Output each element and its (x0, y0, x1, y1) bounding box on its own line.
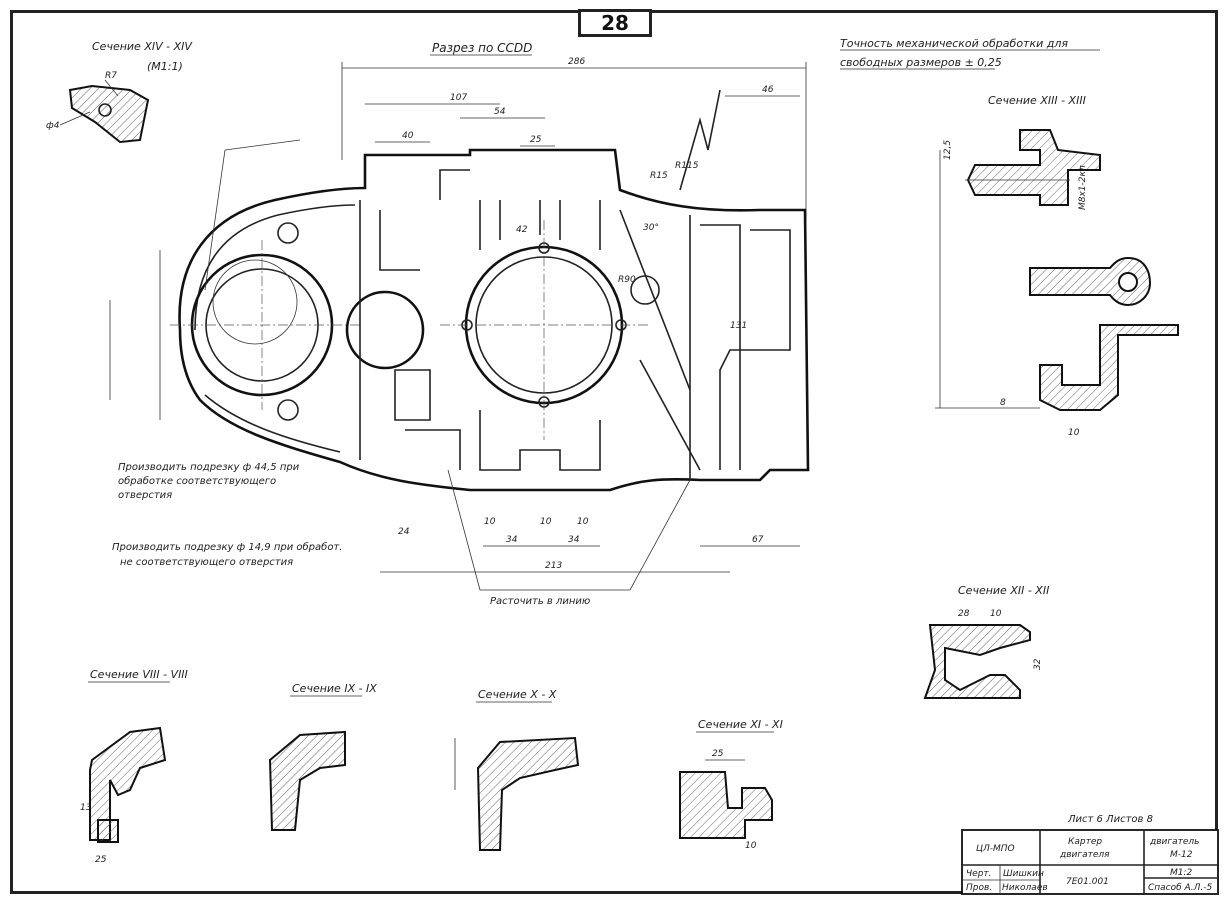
tb-role2: Пров. (966, 883, 992, 893)
accuracy-note-line2: свободных размеров ± 0,25 (840, 56, 1002, 69)
dim-40: 40 (402, 131, 414, 141)
dim-25: 25 (530, 135, 542, 145)
dim-10c: 10 (577, 517, 589, 527)
dim-25c: 25 (95, 855, 107, 865)
dim-10d: 10 (990, 609, 1002, 619)
tb-drawing-number: 7Е01.001 (1066, 877, 1109, 887)
section-x-label: Сечение X - X (478, 688, 557, 701)
sheet-info: Лист 6 Листов 8 (1067, 814, 1153, 825)
dim-10b: 10 (540, 517, 552, 527)
dim-28: 28 (958, 609, 970, 619)
page-number: 28 (578, 9, 652, 37)
dim-m81: М8х1-2кл (1078, 165, 1088, 210)
dim-286: 286 (568, 57, 585, 67)
dim-25b: 25 (712, 749, 724, 759)
dim-10a: 10 (484, 517, 496, 527)
tb-role1: Черт. (966, 869, 992, 879)
tb-sign1: Шишкин (1003, 869, 1044, 879)
dim-131: 131 (730, 321, 747, 331)
section-xi-label: Сечение XI - XI (698, 718, 783, 731)
tb-sign2: Николаев (1002, 883, 1048, 893)
dim-13: 13 (80, 803, 92, 813)
dim-46: 46 (762, 85, 774, 95)
dim-r7: R7 (105, 71, 117, 81)
section-ix-drawing: Сечение IX - IX (268, 682, 377, 831)
dim-34b: 34 (568, 535, 580, 545)
section-xiii-drawing: Сечение XIII - XIII М8х1-2кл 12,5 10 8 (935, 94, 1179, 438)
section-xii-drawing: Сечение XII - XII 28 10 32 (923, 584, 1049, 699)
section-viii-drawing: Сечение VIII - VIII 13 25 (80, 668, 188, 865)
leader-note: Расточить в линию (490, 596, 590, 607)
section-ix-label: Сечение IX - IX (292, 682, 377, 695)
section-xiv-label: Сечение XIV - XIV (92, 40, 193, 53)
section-x-drawing: Сечение X - X (454, 688, 580, 851)
dim-67: 67 (752, 535, 764, 545)
section-xiv-drawing: R7 ф4 (46, 71, 150, 144)
dim-54: 54 (494, 107, 506, 117)
dim-r15: R15 (650, 171, 668, 181)
tb-scale: М1:2 (1170, 868, 1193, 878)
accuracy-note-line1: Точность механической обработки для (840, 37, 1068, 50)
tb-org: ЦЛ-МПО (976, 844, 1015, 854)
dim-24: 24 (398, 527, 410, 537)
note1-line3: отверстия (118, 490, 172, 501)
tb-part-name-line1: Картер (1068, 837, 1102, 847)
section-viii-label: Сечение VIII - VIII (90, 668, 188, 681)
dim-d4: ф4 (46, 121, 60, 131)
title-block: Лист 6 Листов 8 ЦЛ-МПО Картер двигателя … (961, 814, 1219, 895)
tb-product-line2: М-12 (1170, 850, 1193, 860)
dim-42: 42 (516, 225, 528, 235)
dim-34a: 34 (506, 535, 518, 545)
dim-r90: R90 (618, 275, 636, 285)
dim-10-xi: 10 (745, 841, 757, 851)
note2-line2: не соответствующего отверстия (120, 557, 293, 568)
note1-line1: Производить подрезку ф 44,5 при (118, 462, 300, 473)
tb-material: Спасоб А.Л.-5 (1148, 883, 1212, 893)
section-xiv-scale: (М1:1) (147, 60, 183, 73)
main-section-title: Разрез по CCDD (432, 41, 532, 55)
note1-line2: обработке соответствующего (118, 475, 276, 487)
section-xii-label: Сечение XII - XII (958, 584, 1049, 597)
dim-213: 213 (545, 561, 562, 571)
dim-8-xiii: 8 (1000, 398, 1006, 408)
dim-107: 107 (450, 93, 467, 103)
tb-product-line1: двигатель (1149, 837, 1199, 847)
dim-30-deg: 30° (643, 223, 659, 233)
note2-line1: Производить подрезку ф 14,9 при обработ. (112, 541, 342, 553)
main-section-drawing: 286 107 54 46 40 25 (109, 57, 810, 607)
section-xiii-label: Сечение XIII - XIII (988, 94, 1086, 107)
tb-part-name-line2: двигателя (1059, 850, 1110, 860)
dim-125: 12,5 (943, 140, 953, 160)
dim-r115: R115 (675, 161, 699, 171)
section-xi-drawing: Сечение XI - XI 25 10 (679, 718, 783, 851)
drawing-sheet (10, 10, 1218, 894)
dim-32: 32 (1033, 658, 1043, 670)
dim-10-xiii: 10 (1068, 428, 1080, 438)
